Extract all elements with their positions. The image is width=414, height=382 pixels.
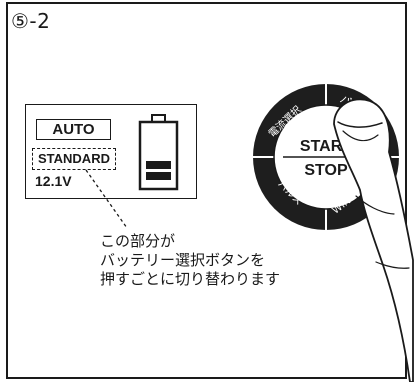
battery-type-indicator: STANDARD: [32, 148, 116, 170]
auto-mode-indicator: AUTO: [36, 119, 111, 140]
caption-line-2: バッテリー選択ボタンを: [100, 251, 266, 269]
stop-label: STOP: [304, 162, 348, 179]
battery-icon: [138, 114, 179, 191]
leader-line: [85, 169, 128, 229]
voltage-readout: 12.1V: [35, 173, 72, 189]
caption-line-3: 押すごとに切り替わります: [100, 270, 281, 288]
display-panel: AUTO STANDARD 12.1V: [25, 104, 197, 199]
caption: この部分が バッテリー選択ボタンを 押すごとに切り替わります: [100, 232, 280, 289]
step-label: ⑤-2: [11, 9, 51, 33]
caption-line-1: この部分が: [100, 232, 176, 250]
pressing-hand: [333, 98, 414, 382]
